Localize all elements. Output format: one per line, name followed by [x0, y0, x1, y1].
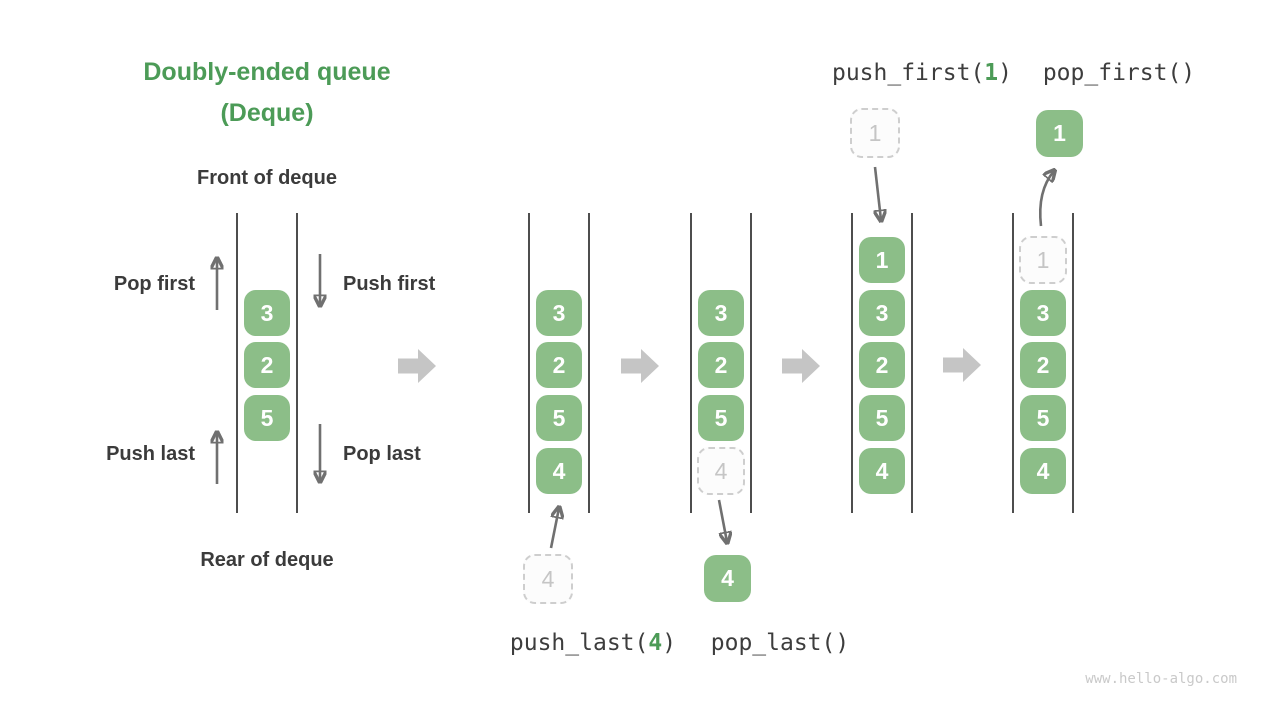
deque-cell: 5 — [1020, 395, 1066, 441]
deque-wall — [1072, 213, 1074, 513]
deque-wall — [1012, 213, 1014, 513]
deque-cell: 2 — [859, 342, 905, 388]
deque-wall — [851, 213, 853, 513]
push-last-label: Push last — [106, 443, 195, 465]
deque-cell: 3 — [698, 290, 744, 336]
push-last-code-label: push_last(4) — [488, 630, 698, 656]
deque-cell: 5 — [859, 395, 905, 441]
deque-cell: 4 — [859, 448, 905, 494]
pop-last-code-label: pop_last() — [710, 630, 850, 656]
step-right-arrow-icon — [398, 349, 436, 383]
deque-wall — [750, 213, 752, 513]
deque-wall — [588, 213, 590, 513]
deque-cell-ghost: 1 — [1019, 236, 1067, 284]
pop-first-remove-arrow-icon — [1039, 171, 1054, 227]
title-line-2: (Deque) — [220, 99, 314, 127]
push-last-insert-arrow-icon — [549, 508, 559, 549]
deque-cell: 5 — [698, 395, 744, 441]
deque-wall — [911, 213, 913, 513]
push-first-insert-arrow-icon — [875, 166, 881, 220]
rear-of-deque-label: Rear of deque — [200, 549, 334, 571]
watermark: www.hello-algo.com — [1085, 671, 1237, 687]
step-right-arrow-icon — [782, 349, 820, 383]
push-first-code-label: push_first(1) — [817, 60, 1027, 86]
deque-cell: 2 — [536, 342, 582, 388]
push-first-incoming-cell: 1 — [850, 108, 900, 158]
deque-cell: 5 — [244, 395, 290, 441]
deque-wall — [528, 213, 530, 513]
code-text: ) — [998, 60, 1013, 86]
deque-cell-ghost: 4 — [697, 447, 745, 495]
deque-cell: 1 — [859, 237, 905, 283]
deque-wall — [236, 213, 238, 513]
front-of-deque-label: Front of deque — [197, 167, 337, 189]
code-text: push_last( — [509, 630, 649, 656]
code-text: ) — [662, 630, 677, 656]
deque-cell: 4 — [536, 448, 582, 494]
push-first-label: Push first — [343, 273, 436, 295]
code-arg: 4 — [648, 630, 663, 656]
pop-first-outgoing-cell: 1 — [1036, 110, 1083, 157]
page-title: Doubly-ended queue (Deque) — [77, 52, 457, 134]
code-arg: 1 — [984, 60, 999, 86]
pop-last-outgoing-cell: 4 — [704, 555, 751, 602]
deque-cell: 3 — [244, 290, 290, 336]
deque-cell: 3 — [1020, 290, 1066, 336]
deque-cell: 2 — [244, 342, 290, 388]
deque-wall — [296, 213, 298, 513]
deque-cell: 5 — [536, 395, 582, 441]
deque-cell: 3 — [859, 290, 905, 336]
title-line-1: Doubly-ended queue — [143, 58, 391, 86]
deque-cell: 4 — [1020, 448, 1066, 494]
deque-cell: 2 — [698, 342, 744, 388]
step-right-arrow-icon — [943, 348, 981, 382]
pop-last-remove-arrow-icon — [717, 499, 727, 542]
deque-cell: 3 — [536, 290, 582, 336]
step-right-arrow-icon — [621, 349, 659, 383]
pop-last-label: Pop last — [343, 443, 421, 465]
pop-first-code-label: pop_first() — [1042, 60, 1196, 86]
pop-first-label: Pop first — [113, 273, 195, 295]
deque-cell: 2 — [1020, 342, 1066, 388]
deque-wall — [690, 213, 692, 513]
code-text: push_first( — [831, 60, 985, 86]
push-last-incoming-cell: 4 — [523, 554, 573, 604]
